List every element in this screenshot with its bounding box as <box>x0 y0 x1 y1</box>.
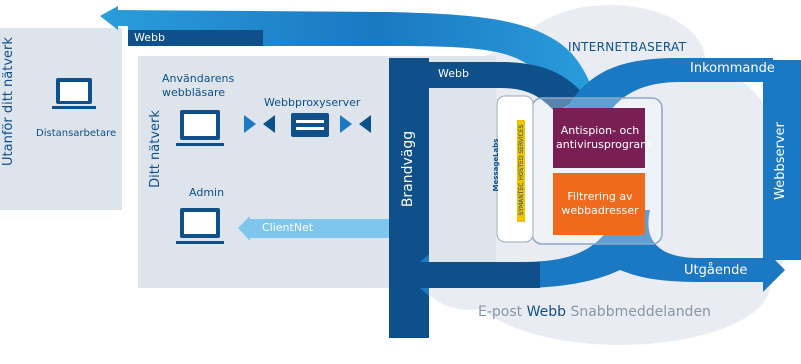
webserver-label: Webbserver <box>773 122 788 200</box>
antispy-box <box>553 108 645 168</box>
url-filter-label: Filtrering av webbadresser <box>561 190 639 217</box>
outside-network-panel <box>0 28 122 210</box>
internet-label: INTERNETBASERAT <box>568 40 687 54</box>
messagelabs-label: MessageLabs <box>492 138 500 192</box>
web-label-mid: Webb <box>438 67 469 80</box>
proxy-server-icon <box>291 113 329 137</box>
proxy-server-label: Webbproxyserver <box>264 96 361 109</box>
inside-network-panel <box>138 56 496 288</box>
messagelabs-tower <box>496 95 534 243</box>
outgoing-flow <box>404 210 785 296</box>
laptop-icon-user <box>176 110 224 146</box>
inside-network-label: Ditt nätverk <box>148 110 163 188</box>
web-label-footer: Webb <box>526 304 567 320</box>
web-label-top: Webb <box>134 31 165 44</box>
url-filter-box <box>553 173 645 235</box>
messagelabs-sublabel: SYMANTEC HOSTED SERVICES <box>518 124 525 216</box>
web-flow-top <box>100 6 600 110</box>
proxy-connector-right <box>340 115 371 133</box>
web-flow-mid <box>429 62 585 112</box>
user-browser-label: Användarens webbläsare <box>162 72 235 99</box>
firewall-bar <box>389 58 429 338</box>
outside-network-label: Utanför ditt nätverk <box>1 37 16 166</box>
firewall-label: Brandvägg <box>400 130 416 208</box>
cloud-footer: E-post Webb Snabbmeddelanden <box>478 304 711 320</box>
webserver-bar <box>763 60 801 260</box>
admin-label: Admin <box>189 186 225 199</box>
email-label: E-post <box>478 304 523 320</box>
incoming-label: Inkommande <box>690 61 775 76</box>
proxy-connector-left <box>244 115 275 133</box>
laptop-icon-remote <box>52 78 96 109</box>
outgoing-label: Utgående <box>684 263 748 278</box>
laptop-icon-admin <box>176 208 224 244</box>
antispy-label: Antispion- och antivirusprogram <box>556 124 651 151</box>
im-label: Snabbmeddelanden <box>570 304 711 320</box>
clientnet-arrow <box>238 216 389 241</box>
clientnet-label: ClientNet <box>262 221 314 234</box>
remote-worker-label: Distansarbetare <box>36 128 117 139</box>
